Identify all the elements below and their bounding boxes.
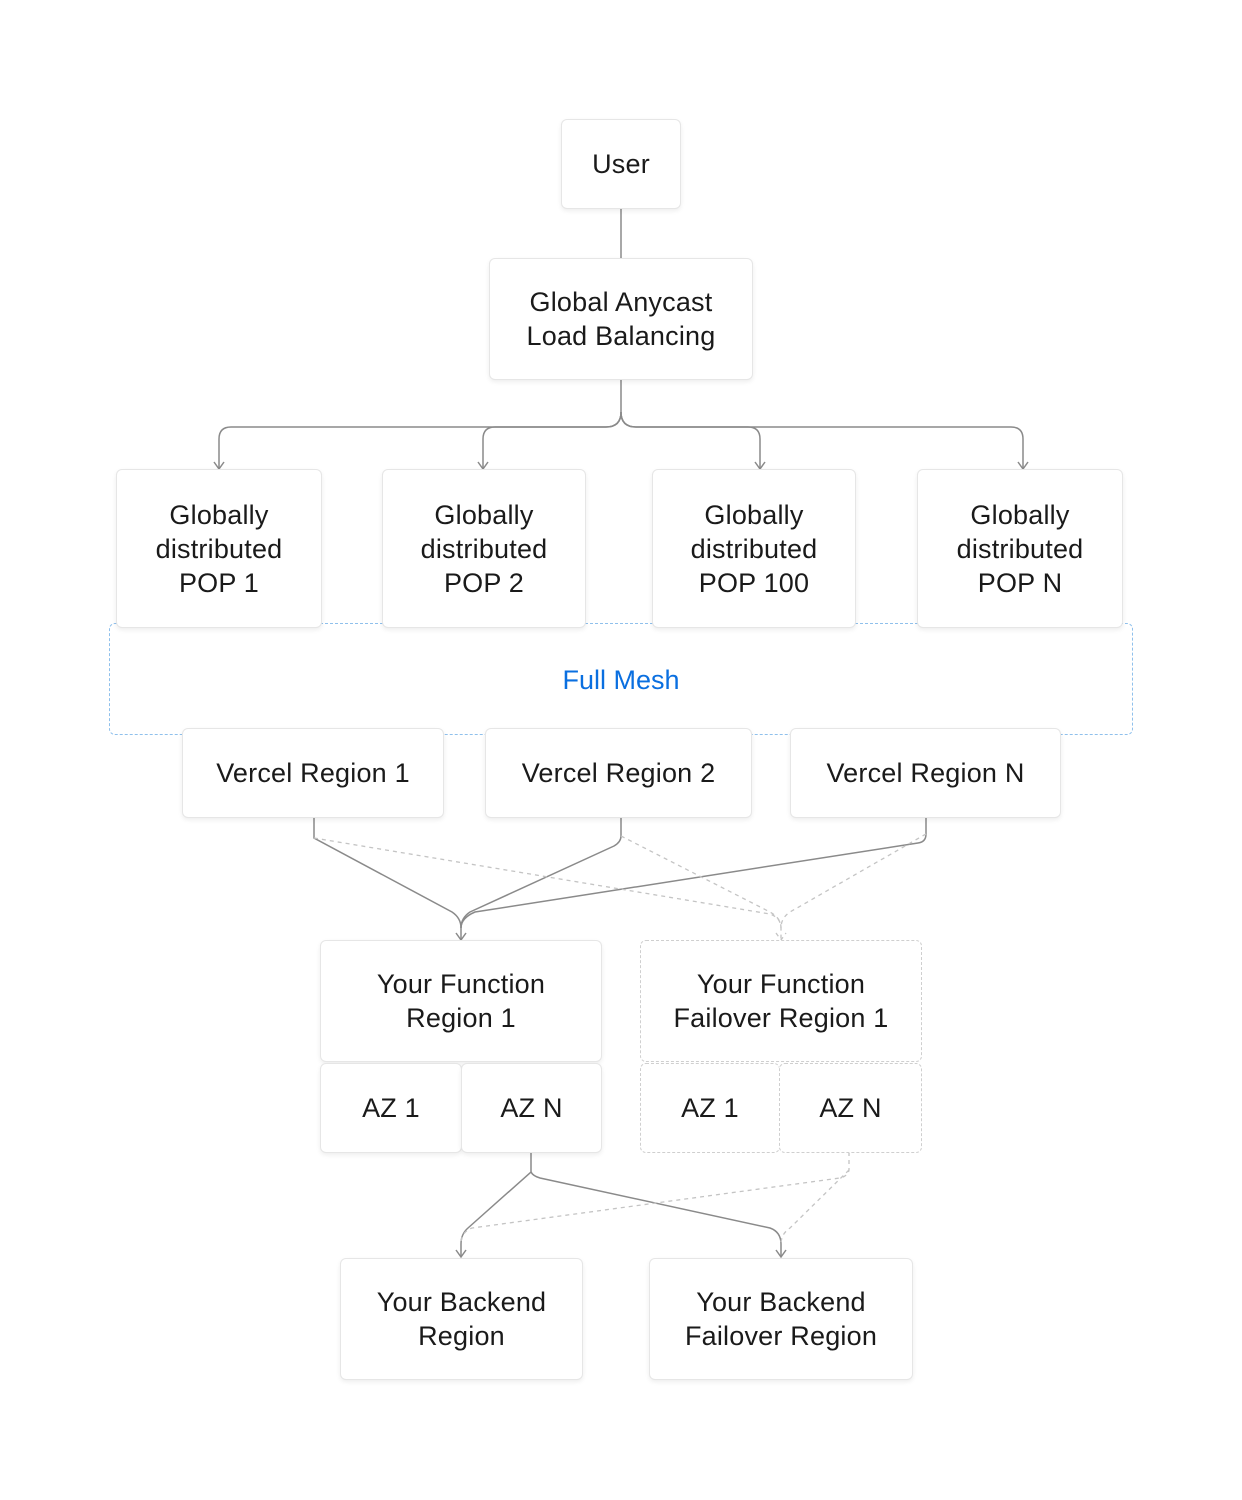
failover-az-1-node: AZ 1 — [640, 1063, 780, 1153]
pop-label: Globally distributed POP 1 — [155, 499, 283, 598]
pop-node-100: Globally distributed POP 100 — [652, 469, 856, 628]
connector-regions-to-primary-function — [313, 818, 927, 942]
function-region-label: Your Function Region 1 — [376, 969, 546, 1033]
function-az-n-node: AZ N — [461, 1063, 602, 1153]
connector-failover-az-to-backends — [460, 1152, 850, 1245]
vercel-region-label: Vercel Region N — [826, 758, 1025, 788]
load-balancer-label: Global Anycast Load Balancing — [526, 287, 716, 351]
vercel-region-n-node: Vercel Region N — [790, 728, 1061, 818]
pop-label: Globally distributed POP 100 — [690, 499, 818, 598]
failover-function-region-node: Your Function Failover Region 1 — [640, 940, 922, 1062]
function-region-node: Your Function Region 1 — [320, 940, 602, 1062]
user-node: User — [561, 119, 681, 209]
az-label: AZ 1 — [681, 1093, 739, 1123]
failover-az-n-node: AZ N — [779, 1063, 922, 1153]
backend-region-node: Your Backend Region — [340, 1258, 583, 1380]
az-label: AZ N — [500, 1093, 563, 1123]
pop-node-2: Globally distributed POP 2 — [382, 469, 586, 628]
pop-label: Globally distributed POP N — [956, 499, 1084, 598]
vercel-region-1-node: Vercel Region 1 — [182, 728, 444, 818]
full-mesh-label: Full Mesh — [562, 665, 680, 695]
vercel-region-label: Vercel Region 2 — [521, 758, 716, 788]
connector-az-to-backends — [455, 1152, 787, 1259]
az-label: AZ 1 — [362, 1093, 420, 1123]
vercel-region-label: Vercel Region 1 — [216, 758, 410, 788]
backend-failover-region-label: Your Backend Failover Region — [684, 1287, 878, 1351]
pop-node-n: Globally distributed POP N — [917, 469, 1123, 628]
vercel-region-2-node: Vercel Region 2 — [485, 728, 752, 818]
az-label: AZ N — [819, 1093, 882, 1123]
failover-function-region-label: Your Function Failover Region 1 — [673, 969, 889, 1033]
connector-lb-to-pops — [213, 380, 1029, 471]
user-label: User — [592, 149, 650, 179]
load-balancer-node: Global Anycast Load Balancing — [489, 258, 753, 380]
function-az-1-node: AZ 1 — [320, 1063, 462, 1153]
backend-failover-region-node: Your Backend Failover Region — [649, 1258, 913, 1380]
pop-node-1: Globally distributed POP 1 — [116, 469, 322, 628]
pop-label: Globally distributed POP 2 — [420, 499, 548, 598]
backend-region-label: Your Backend Region — [376, 1287, 547, 1351]
